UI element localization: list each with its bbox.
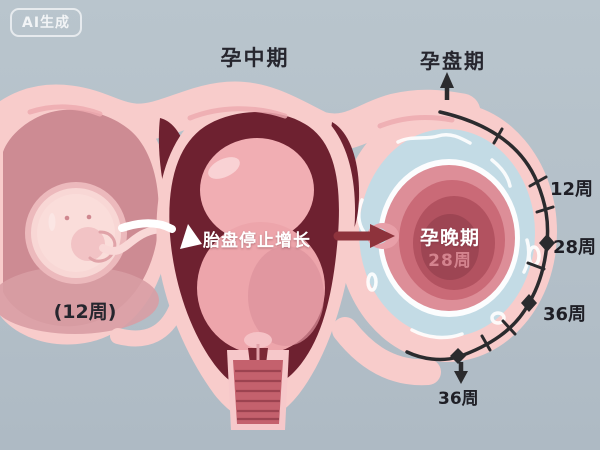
- third-trimester-circle: [337, 102, 557, 362]
- first-trimester-week-label: (12周): [53, 301, 117, 323]
- fetus-highlight-bottom: [244, 332, 272, 348]
- late-pregnancy-week-label: 28周: [428, 251, 472, 271]
- diamond-marker-36w: [521, 294, 537, 312]
- placenta-stops-growing-label: 胎盘停止增长: [203, 231, 311, 251]
- embryo-eye-left: [64, 215, 70, 221]
- timeline-label-12-weeks: 12周: [550, 179, 594, 200]
- down-arrow-icon: [454, 362, 468, 384]
- white-pointer-icon: [118, 219, 202, 249]
- embryo-eye-right: [86, 214, 92, 220]
- lower-band-connector: [332, 317, 441, 386]
- right-arrow-icon: [333, 224, 395, 248]
- rib-lines: [235, 369, 281, 421]
- fetus-mass-core: [421, 214, 479, 280]
- embryo: [71, 227, 105, 261]
- fluid-squiggles: [357, 132, 541, 340]
- timeline-label-36-weeks: 36周: [543, 304, 587, 325]
- second-trimester-uterus: [156, 94, 356, 430]
- interior-lower-shade: [0, 266, 159, 334]
- stage-title-mid-pregnancy: 孕中期: [220, 46, 290, 70]
- stage-title-placenta-stage: 孕盘期: [420, 49, 486, 73]
- cervix: [227, 344, 289, 430]
- fetus-shading: [248, 246, 324, 346]
- first-trimester-uterus: [0, 93, 184, 347]
- sac-highlight: [48, 213, 56, 231]
- diamond-marker-28w: [539, 234, 555, 252]
- diamond-marker-bottom: [450, 348, 466, 364]
- timeline-label-28-weeks: 28周: [553, 237, 597, 258]
- tick-marks: [480, 127, 555, 352]
- band-lining: [27, 104, 455, 129]
- stage-title-late-pregnancy: 孕晚期: [419, 227, 480, 249]
- timeline-label-36-weeks-bottom: 36周: [438, 389, 479, 409]
- fetus-highlight-top: [208, 157, 240, 179]
- timeline-arc: [405, 72, 555, 384]
- up-arrow-icon: [440, 72, 454, 100]
- ai-generated-badge: AI生成: [10, 8, 83, 37]
